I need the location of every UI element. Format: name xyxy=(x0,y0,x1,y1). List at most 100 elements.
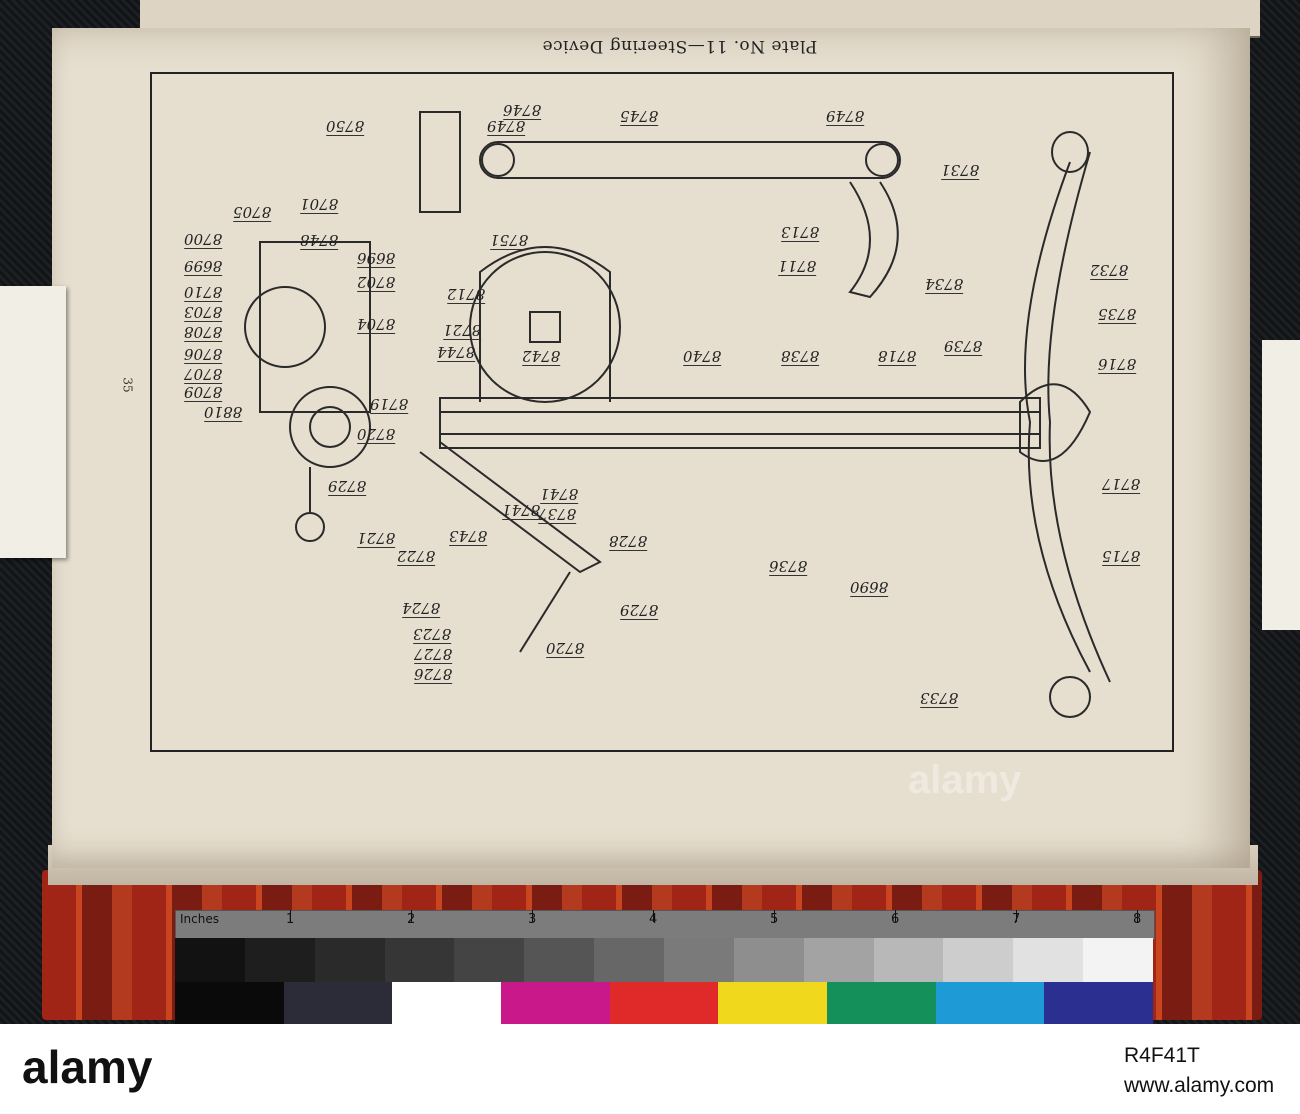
part-label: 8723 xyxy=(413,625,452,644)
ruler-number: 7 xyxy=(1012,912,1021,927)
part-label-text: 8727 xyxy=(414,645,453,664)
part-label-text: 8716 xyxy=(1098,355,1137,374)
part-label: 8706 xyxy=(184,345,223,364)
part-label-text: 8738 xyxy=(781,347,820,366)
ruler-number: 2 xyxy=(407,912,416,927)
grey-step xyxy=(1013,938,1084,982)
ruler-tick xyxy=(532,910,533,922)
part-label-text: 8699 xyxy=(184,257,223,276)
part-label: 8705 xyxy=(233,203,272,222)
part-label-text: 8735 xyxy=(1098,305,1137,324)
wheel-handle-bottom xyxy=(1049,676,1091,718)
part-label: 8736 xyxy=(769,557,808,576)
part-label: 8726 xyxy=(414,665,453,684)
part-label: 8722 xyxy=(397,547,436,566)
part-label: 8717 xyxy=(1102,475,1141,494)
part-label: 8732 xyxy=(1090,261,1129,280)
part-label-text: 8719 xyxy=(370,395,409,414)
part-label-text: 8708 xyxy=(184,323,223,342)
grey-step xyxy=(803,938,874,982)
part-label: 8718 xyxy=(878,347,917,366)
steering-device-drawing xyxy=(244,111,1111,718)
grey-step xyxy=(943,938,1014,982)
ruler-tick xyxy=(653,910,654,922)
watermark-text: alamy xyxy=(908,758,1022,802)
image-id: R4F41T xyxy=(1124,1044,1200,1067)
part-label-text: 8728 xyxy=(609,532,648,551)
steering-wheel-rim xyxy=(1024,161,1091,673)
paper-tab-right xyxy=(1262,340,1300,630)
part-label: 8744 xyxy=(437,343,476,362)
part-label: 8729 xyxy=(328,477,367,496)
part-label-text: 8729 xyxy=(328,477,367,496)
part-label-text: 8690 xyxy=(850,578,889,597)
paper-tab-left xyxy=(0,286,66,558)
part-label-text: 8713 xyxy=(781,223,820,242)
part-label: 8709 xyxy=(184,383,223,402)
part-label: 8704 xyxy=(357,315,396,334)
wheel-handle-top xyxy=(1051,131,1089,173)
part-label-text: 8743 xyxy=(449,527,488,546)
grey-step xyxy=(524,938,595,982)
part-label: 8715 xyxy=(1102,547,1141,566)
part-label-text: 8737 xyxy=(538,505,577,524)
part-label-text: 8711 xyxy=(778,257,817,276)
part-label: 8716 xyxy=(1098,355,1137,374)
part-label: 8742 xyxy=(522,347,561,366)
ruler-number: 1 xyxy=(286,912,295,927)
color-swatch xyxy=(175,982,284,1024)
part-label-text: 8741 xyxy=(540,485,579,504)
part-label-text: 8731 xyxy=(941,161,980,180)
part-label: 8749 xyxy=(826,107,865,126)
part-label: 8703 xyxy=(184,303,223,322)
part-label-text: 8723 xyxy=(413,625,452,644)
footer-bar xyxy=(0,1024,1300,1114)
part-label-text: 8702 xyxy=(357,273,396,292)
part-label-text: 8733 xyxy=(920,689,959,708)
color-swatch xyxy=(283,982,393,1024)
part-label-text: 8709 xyxy=(184,383,223,402)
part-label-text: 8750 xyxy=(326,117,365,136)
part-label: 8720 xyxy=(357,425,396,444)
part-label-text: 8724 xyxy=(402,599,441,618)
pitman-arm xyxy=(419,111,461,213)
part-label: 8741 xyxy=(540,485,579,504)
part-label-text: 8722 xyxy=(397,547,436,566)
part-label-text: 8700 xyxy=(184,230,223,249)
part-label-text: 8810 xyxy=(204,403,243,422)
part-label: 8720 xyxy=(546,639,585,658)
grey-step xyxy=(733,938,804,982)
ruler-tick xyxy=(411,910,412,922)
part-label: 8731 xyxy=(941,161,980,180)
steering-arm xyxy=(848,181,899,299)
part-label-text: 8710 xyxy=(184,283,223,302)
ruler-number: 4 xyxy=(649,912,658,927)
grey-step xyxy=(175,938,245,982)
part-label: 8708 xyxy=(184,323,223,342)
measurement-ruler xyxy=(175,910,1155,940)
control-rod xyxy=(419,441,602,574)
part-label: 8702 xyxy=(357,273,396,292)
part-label-text: 8701 xyxy=(300,195,339,214)
grey-step xyxy=(384,938,455,982)
part-label-text: 8696 xyxy=(357,249,396,268)
part-label-text: 8729 xyxy=(620,601,659,620)
part-label-text: 8741 xyxy=(502,501,541,520)
part-label-text: 8726 xyxy=(414,665,453,684)
part-label: 8750 xyxy=(326,117,365,136)
part-label-text: 8749 xyxy=(487,117,526,136)
part-label: 8741 xyxy=(502,501,541,520)
ruler-tick xyxy=(290,910,291,922)
tie-rod xyxy=(479,141,901,179)
part-label-text: 8706 xyxy=(184,345,223,364)
part-label: 8738 xyxy=(781,347,820,366)
ruler-number: 6 xyxy=(891,912,900,927)
part-label-text: 8740 xyxy=(683,347,722,366)
part-label-text: 8703 xyxy=(184,303,223,322)
part-label-text: 8720 xyxy=(546,639,585,658)
part-label-text: 8717 xyxy=(1102,475,1141,494)
part-label-text: 8745 xyxy=(620,107,659,126)
part-label: 8699 xyxy=(184,257,223,276)
grey-step xyxy=(314,938,385,982)
part-label: 8729 xyxy=(620,601,659,620)
